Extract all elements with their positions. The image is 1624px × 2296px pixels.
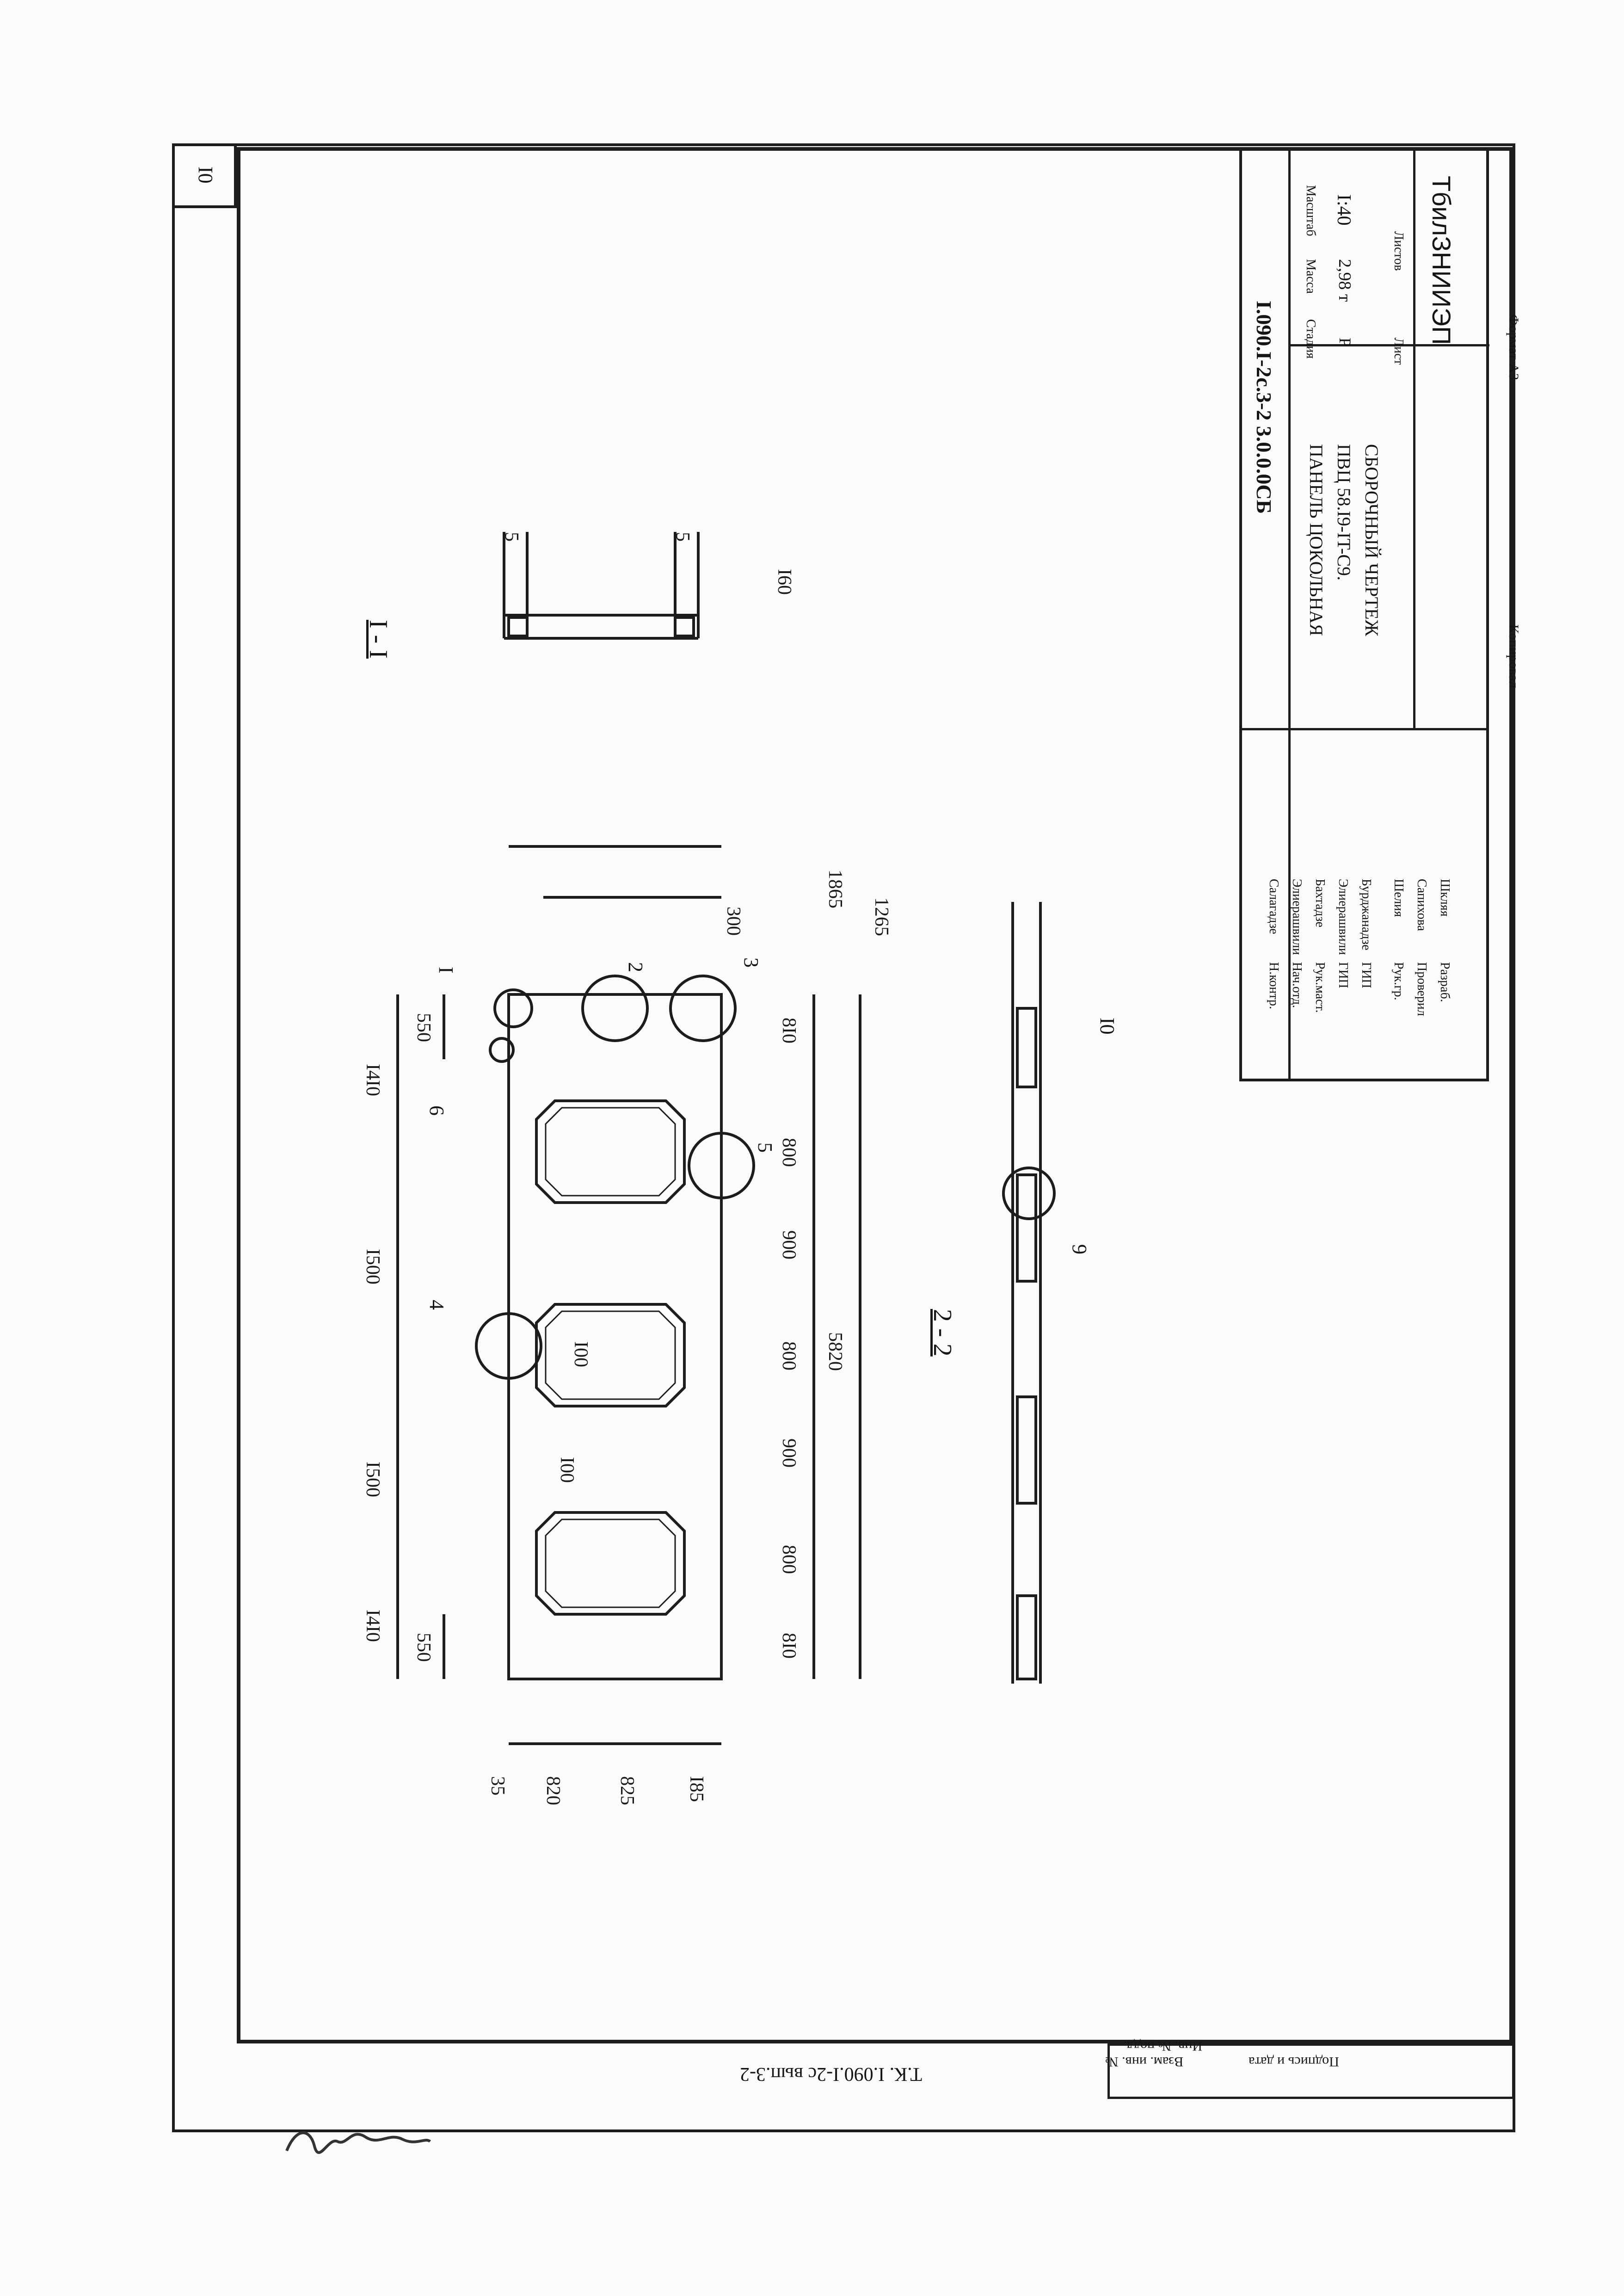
- role-4: ГИП: [1336, 962, 1350, 988]
- inner-frame: [237, 147, 1513, 2043]
- role-6: Рук.гр.: [1391, 962, 1406, 1000]
- callout-circle-2: [581, 975, 649, 1042]
- name-2: Элиерашвили: [1290, 879, 1304, 955]
- dim-left-1: 550: [413, 1013, 434, 1042]
- mass-header: Масса: [1304, 259, 1318, 294]
- panel-outline: [507, 993, 723, 1680]
- dim-bottom-1: 35: [487, 1776, 508, 1796]
- dim-left-3: I500: [362, 1249, 383, 1284]
- dim-right-5: 900: [778, 1438, 800, 1468]
- dim-right-3: 900: [778, 1230, 800, 1259]
- scale-header: Масштаб: [1304, 185, 1318, 236]
- role-3: Рук.маст.: [1313, 962, 1327, 1013]
- dim-bottom-2: 820: [542, 1776, 564, 1805]
- callout-label-1: I: [435, 967, 457, 974]
- dim-left-2: I4I0: [362, 1064, 383, 1096]
- signature-mark: [285, 2131, 431, 2154]
- callout-circle-1: [493, 988, 533, 1028]
- outer-frame: [172, 143, 1515, 2132]
- dim-right-4: 800: [778, 1341, 800, 1370]
- format-label: Формат А3: [1506, 315, 1521, 380]
- binding-strip: [1107, 2043, 1514, 2099]
- dim-left-4: I500: [362, 1462, 383, 1497]
- section-dim-1: 5: [501, 532, 522, 542]
- callout-circle-3: [669, 975, 737, 1042]
- scale-value: I:40: [1333, 194, 1354, 226]
- name-1: Салагадзе: [1267, 879, 1281, 934]
- sheet-number-box: [172, 143, 237, 208]
- callout-label-3: 3: [740, 957, 763, 968]
- callout-label-9: 9: [1068, 1244, 1091, 1254]
- callout-circle-6: [489, 1037, 515, 1063]
- sheets-header: Листов: [1391, 231, 1406, 271]
- section-dim-2: 5: [672, 532, 693, 542]
- opening-2: [535, 1303, 686, 1407]
- dim-inner-2: I00: [556, 1457, 578, 1483]
- callout-label-6: 6: [425, 1105, 448, 1116]
- name-5: Бурджанадзе: [1359, 879, 1373, 950]
- copier-label: Копировал: [1506, 624, 1521, 688]
- dim-right-6: 800: [778, 1545, 800, 1574]
- name-8: Шкляя: [1438, 879, 1452, 917]
- opening-1: [535, 1099, 686, 1204]
- name-6: Шелия: [1391, 879, 1406, 917]
- dim-top-3: 300: [723, 907, 744, 936]
- callout-label-4: 4: [425, 1300, 448, 1310]
- dim-left-6: 550: [413, 1633, 434, 1662]
- callout-circle-5: [688, 1132, 755, 1199]
- section-title-1-1: I - I: [364, 620, 393, 659]
- callout-label-10: I0: [1096, 1018, 1119, 1035]
- dim-bottom-4: I85: [686, 1776, 707, 1802]
- role-2: Нач.отд.: [1290, 962, 1304, 1008]
- stage-value: Р: [1336, 338, 1354, 347]
- title-line-1: ПАНЕЛЬ ЦОКОЛЬНАЯ: [1306, 444, 1327, 636]
- title-block: [1239, 147, 1489, 1081]
- section-title-2-2: 2 - 2: [928, 1309, 957, 1357]
- dim-right-2: 800: [778, 1138, 800, 1167]
- dim-top-1: 1865: [824, 870, 846, 908]
- stage-header: Стадия: [1304, 319, 1318, 359]
- name-3: Бахтадзе: [1313, 879, 1327, 927]
- callout-label-5: 5: [754, 1142, 776, 1153]
- section-dim-3: I60: [774, 569, 795, 595]
- opening-3: [535, 1511, 686, 1616]
- dim-inner-1: I00: [570, 1341, 591, 1367]
- doc-code: I.090.I-2с.3-2 3.0.0.0CБ: [1252, 301, 1276, 514]
- name-4: Элиерашвили: [1336, 879, 1350, 955]
- dim-top-2: 1265: [871, 897, 892, 936]
- role-7: Проверил: [1415, 962, 1429, 1016]
- sheet-header: Лист: [1391, 338, 1406, 365]
- dim-left-5: I4I0: [362, 1610, 383, 1642]
- title-line-3: СБОРОЧНЫЙ ЧЕРТЕЖ: [1361, 444, 1382, 636]
- role-8: Разраб.: [1438, 962, 1452, 1002]
- name-7: Сапихова: [1415, 879, 1429, 931]
- dim-bottom-3: 825: [616, 1776, 638, 1805]
- dim-total: 5820: [824, 1332, 846, 1371]
- mass-value: 2,98 т: [1335, 259, 1354, 302]
- role-5: ГИП: [1359, 962, 1373, 988]
- dim-right-1: 8I0: [778, 1018, 800, 1043]
- callout-circle-4: [475, 1312, 542, 1380]
- callout-label-2: 2: [624, 962, 647, 972]
- role-1: Н.контр.: [1267, 962, 1281, 1009]
- dim-right-7: 8I0: [778, 1633, 800, 1659]
- organization: ТбилЗНИИЭП: [1427, 176, 1456, 345]
- title-line-2: ПВЦ 58.I9-IT-C9.: [1334, 444, 1354, 581]
